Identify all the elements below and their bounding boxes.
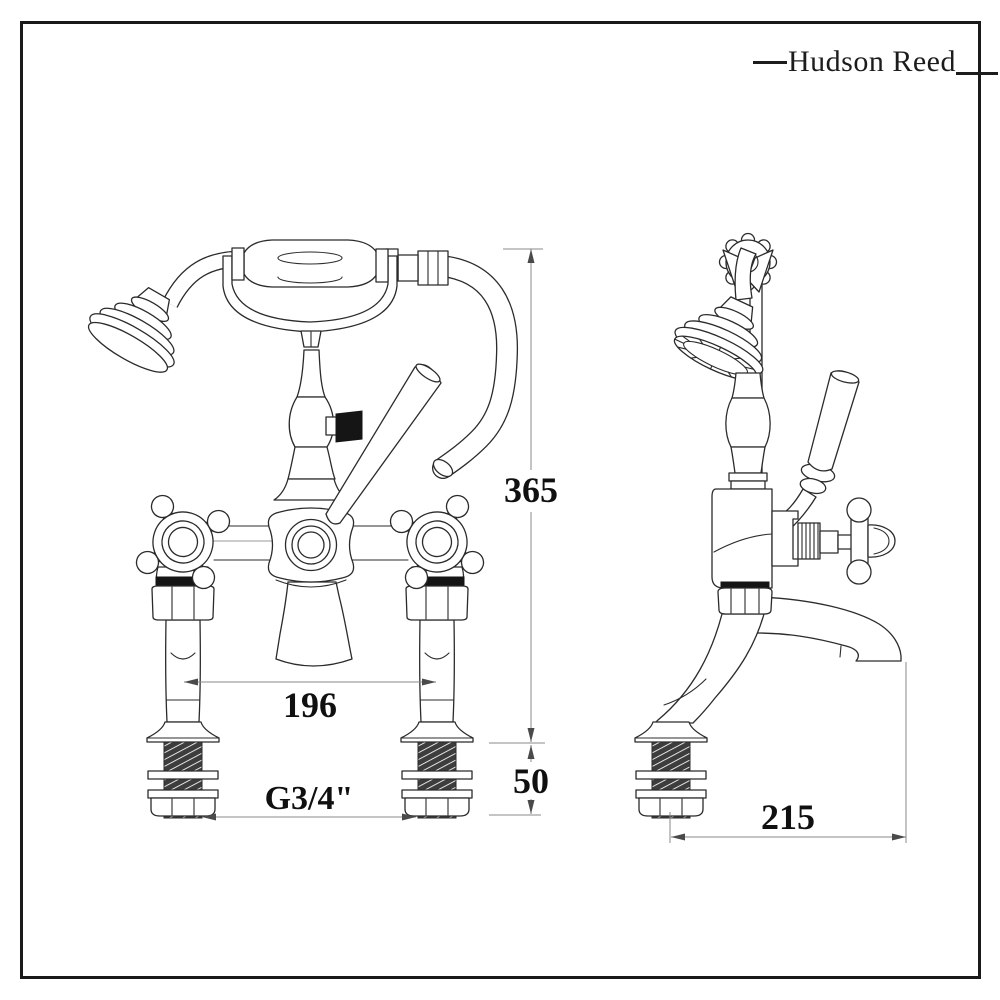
dim-tail-length: 50 [489, 745, 549, 816]
cross-handle-side [846, 497, 896, 585]
diverter-band [335, 410, 363, 443]
logo-rule-left [753, 61, 787, 64]
handset-spray-head [87, 286, 175, 373]
body-tubes [213, 525, 409, 561]
dim-overall-height: 365 [489, 248, 558, 744]
dim-text-215: 215 [761, 797, 815, 837]
dim-inlet-thread: G3/4" [202, 780, 416, 821]
front-view [87, 239, 519, 819]
shower-hose [431, 255, 519, 479]
sheet-border [20, 21, 981, 979]
handset-side [673, 247, 764, 381]
dim-text-50: 50 [513, 761, 549, 801]
threaded-tail-left [146, 721, 220, 819]
deck-leg-left [151, 566, 215, 723]
dim-spout-projection: 215 [669, 662, 907, 843]
handset-grip [231, 239, 389, 288]
side-view [634, 232, 902, 819]
threaded-tail-side [634, 721, 708, 819]
spout-front [275, 581, 353, 667]
dim-text-196: 196 [283, 685, 337, 725]
union-nut-side [717, 581, 773, 615]
riser-column [273, 331, 349, 501]
dim-text-g34: G3/4" [265, 780, 354, 817]
dim-text-365: 365 [504, 470, 558, 510]
dim-inlet-centres: 196 [184, 678, 436, 725]
tap-body-rings [275, 525, 347, 588]
diverter-lever-side [775, 370, 860, 533]
brand-logo: Hudson Reed [753, 45, 998, 79]
valve-body-side [711, 488, 853, 589]
diverter-lever [325, 363, 442, 525]
riser-column-side [725, 372, 771, 490]
deck-leg-side [654, 613, 765, 724]
logo-rule-right [955, 72, 998, 75]
spout-side [756, 596, 902, 662]
deck-leg-right [405, 566, 469, 723]
dimensions: 365 50 196 G3/4" [184, 248, 907, 843]
threaded-tail-right [400, 721, 474, 819]
logo-text: Hudson Reed [788, 45, 956, 78]
